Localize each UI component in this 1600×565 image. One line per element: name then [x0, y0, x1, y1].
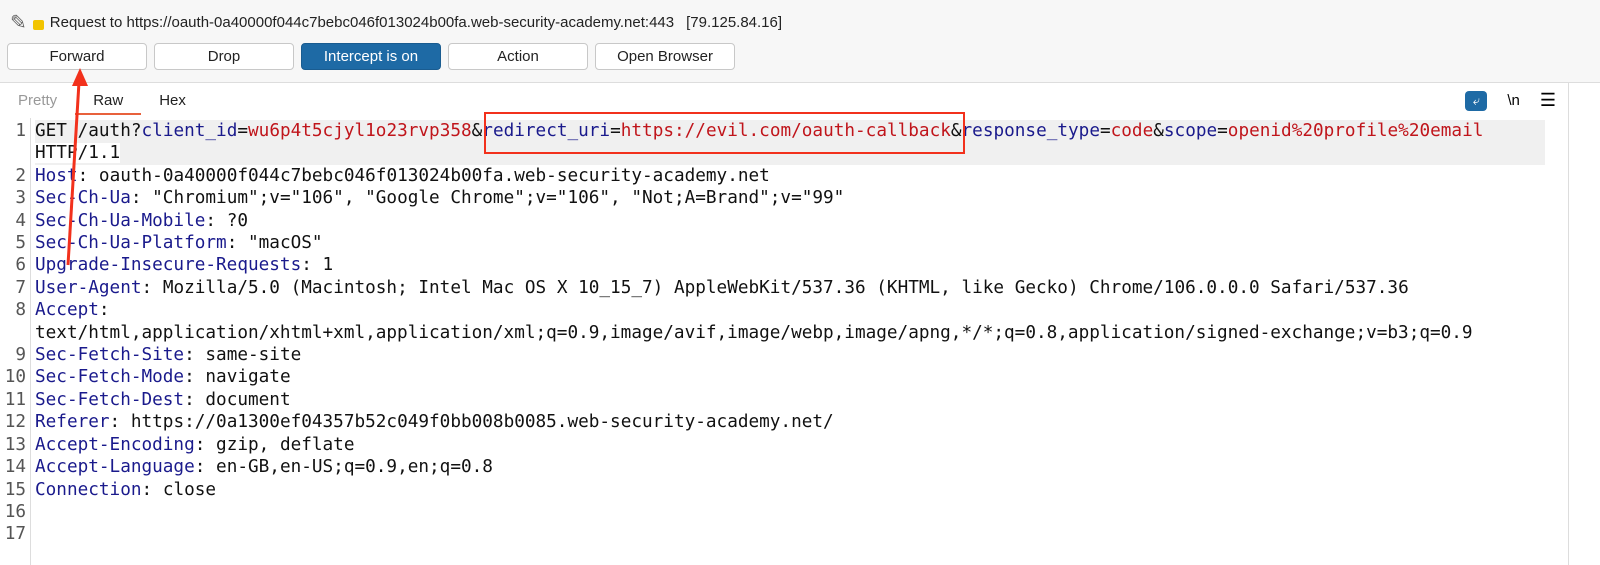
header-line: Upgrade-Insecure-Requests: 1 [35, 255, 334, 276]
header-value: "macOS" [248, 233, 323, 254]
scrollbar-divider [1568, 83, 1569, 565]
view-tabs: Pretty Raw Hex [0, 83, 1568, 117]
header-line: Connection: close [35, 479, 217, 500]
code-line: 16 [0, 501, 1568, 523]
newline-toggle[interactable]: \n [1507, 92, 1520, 109]
header-value: en-GB,en-US;q=0.9,en;q=0.8 [216, 457, 493, 478]
header-value: ?0 [226, 210, 249, 231]
header-line: Referer: https://0a1300ef04357b52c049f0b… [35, 412, 834, 433]
header-name: Connection [35, 479, 142, 500]
header-value: "Chromium";v="106", "Google Chrome";v="1… [152, 188, 845, 209]
header-name: Accept-Encoding [35, 434, 195, 455]
header-name: Sec-Ch-Ua [35, 188, 131, 209]
header-line: Sec-Fetch-Mode: navigate [35, 367, 291, 388]
header-name: Sec-Fetch-Dest [35, 389, 185, 410]
header-value: 1 [322, 255, 334, 276]
tab-hex[interactable]: Hex [159, 92, 186, 109]
tab-raw[interactable]: Raw [75, 83, 142, 115]
drop-button[interactable]: Drop [154, 43, 294, 70]
header-value: close [162, 479, 217, 500]
header-name: Accept [35, 300, 99, 321]
header-value: navigate [205, 367, 291, 388]
header-line: Sec-Ch-Ua-Mobile: ?0 [35, 210, 249, 231]
header-name: Upgrade-Insecure-Requests [35, 255, 302, 276]
header-name: Sec-Fetch-Mode [35, 367, 185, 388]
lock-icon [32, 19, 44, 30]
header-value: https://0a1300ef04357b52c049f0bb008b0085… [130, 412, 834, 433]
header-line: Accept: text/html,application/xhtml+xml,… [35, 300, 1473, 343]
word-wrap-icon[interactable]: ⤶ [1465, 90, 1488, 111]
header-line: Sec-Fetch-Site: same-site [35, 345, 302, 366]
request-title: ✎ Request to https://oauth-0a40000f044c7… [10, 10, 782, 35]
header-line: Sec-Ch-Ua-Platform: "macOS" [35, 233, 323, 254]
header-name: Sec-Fetch-Site [35, 345, 185, 366]
header-value: Mozilla/5.0 (Macintosh; Intel Mac OS X 1… [162, 277, 1409, 298]
request-ip: [79.125.84.16] [686, 14, 783, 31]
header-value: oauth-0a40000f044c7bebc046f013024b00fa.w… [98, 165, 770, 186]
intercept-toggle-button[interactable]: Intercept is on [301, 43, 441, 70]
header-line: Accept-Language: en-GB,en-US;q=0.9,en;q=… [35, 457, 493, 478]
pencil-icon[interactable]: ✎ [10, 12, 27, 34]
header-line: Host: oauth-0a40000f044c7bebc046f013024b… [35, 165, 770, 186]
header-value: text/html,application/xhtml+xml,applicat… [35, 322, 1473, 343]
header-line: User-Agent: Mozilla/5.0 (Macintosh; Inte… [35, 277, 1409, 298]
open-browser-button[interactable]: Open Browser [595, 43, 735, 70]
header-line: Sec-Ch-Ua: "Chromium";v="106", "Google C… [35, 188, 845, 209]
header-line: Accept-Encoding: gzip, deflate [35, 434, 355, 455]
tab-pretty[interactable]: Pretty [18, 92, 58, 109]
forward-button[interactable]: Forward [7, 43, 147, 70]
gutter-divider [30, 118, 31, 565]
header-name: User-Agent [35, 277, 142, 298]
code-line: 1 GET /auth?client_id=wu6p4t5cjyl1o23rvp… [0, 120, 1568, 165]
header-name: Host [35, 165, 78, 186]
code-line: 17 [0, 523, 1568, 545]
header-name: Referer [35, 412, 110, 433]
redirect-uri-highlight-box [484, 112, 965, 154]
header-value: same-site [205, 345, 302, 366]
action-button[interactable]: Action [448, 43, 588, 70]
header-line: Sec-Fetch-Dest: document [35, 389, 291, 410]
request-line: GET /auth?client_id=wu6p4t5cjyl1o23rvp35… [35, 120, 1545, 165]
header-name: Accept-Language [35, 457, 195, 478]
header-name: Sec-Ch-Ua-Mobile [35, 210, 206, 231]
request-editor[interactable]: 1 GET /auth?client_id=wu6p4t5cjyl1o23rvp… [0, 120, 1568, 546]
request-url: Request to https://oauth-0a40000f044c7be… [49, 14, 675, 31]
header-value: document [205, 389, 291, 410]
header-name: Sec-Ch-Ua-Platform [35, 233, 227, 254]
intercept-header: ✎ Request to https://oauth-0a40000f044c7… [0, 0, 1600, 83]
hamburger-menu-icon[interactable]: ☰ [1539, 90, 1556, 110]
header-value: gzip, deflate [216, 434, 355, 455]
